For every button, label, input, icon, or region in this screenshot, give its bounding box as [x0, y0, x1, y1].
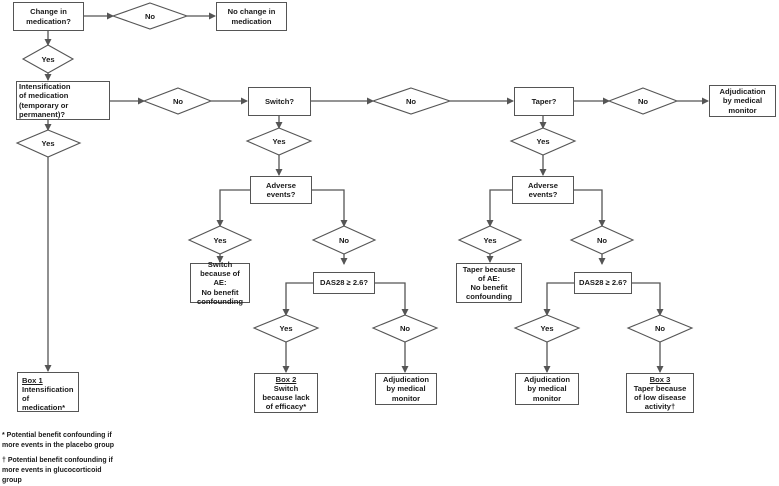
decision-label-no: No — [399, 323, 411, 333]
connector — [543, 282, 574, 316]
box-3-text: Taper because of low disease activity† — [633, 383, 687, 412]
decision-diamond — [15, 129, 82, 158]
switch-box: Switch? — [248, 87, 311, 116]
connector — [375, 282, 409, 316]
switch-ae-yes-box: Switch because of AE: No benefit confoun… — [190, 260, 250, 306]
adjudication-top-box: Adjudication by medical monitor — [709, 85, 776, 117]
flowchart-connectors — [15, 2, 709, 373]
intensification-box: Intensification of medication (temporary… — [16, 81, 110, 120]
taper-das28-box: DAS28 ≥ 2.6? — [574, 272, 632, 294]
decision-diamond — [371, 314, 439, 343]
switch-adverse-events-box: Adverse events? — [250, 176, 312, 204]
decision-diamond — [21, 44, 75, 74]
box-3-title: Box 3 — [649, 374, 671, 384]
decision-label-no: No — [596, 235, 608, 245]
switch-das28-box: DAS28 ≥ 2.6? — [313, 272, 375, 294]
decision-label-yes: Yes — [213, 235, 227, 245]
no-change-box: No change in medication — [216, 2, 287, 31]
decision-diamond — [252, 314, 320, 343]
decision-diamond — [142, 87, 213, 115]
decision-label-no: No — [172, 96, 184, 106]
decision-diamond — [509, 127, 577, 156]
connector — [312, 189, 348, 227]
decision-diamond — [607, 87, 679, 115]
decision-label-no: No — [654, 323, 666, 333]
taper-adverse-events-box: Adverse events? — [512, 176, 574, 204]
connector — [632, 282, 664, 316]
footnote-text: * Potential benefit confounding if more … — [2, 432, 115, 450]
box-2-text: Switch because lack of efficacy* — [262, 383, 310, 412]
change-in-medication-box: Change in medication? — [13, 2, 84, 31]
decision-label-yes: Yes — [272, 136, 286, 146]
decision-label-yes: Yes — [279, 323, 293, 333]
box-2-title: Box 2 — [275, 374, 297, 384]
footnote-placebo: * Potential benefit confounding if more … — [2, 431, 122, 451]
decision-label-yes: Yes — [41, 54, 55, 64]
decision-label-yes: Yes — [41, 138, 55, 148]
connector — [282, 282, 313, 316]
decision-label-yes: Yes — [536, 136, 550, 146]
connector — [574, 189, 606, 227]
decision-label-no: No — [338, 235, 350, 245]
decision-diamond — [371, 87, 452, 115]
connector — [216, 189, 252, 227]
decision-label-yes: Yes — [483, 235, 497, 245]
decision-label-no: No — [144, 11, 156, 21]
taper-ae-yes-box: Taper because of AE: No benefit confound… — [456, 263, 522, 303]
box-2: Box 2 Switch because lack of efficacy* — [254, 373, 318, 413]
box-1-title: Box 1 — [22, 376, 43, 385]
decision-label-no: No — [637, 96, 649, 106]
taper-box: Taper? — [514, 87, 574, 116]
decision-diamond — [569, 225, 635, 255]
decision-diamond — [513, 314, 581, 343]
taper-das28-yes-box: Adjudication by medical monitor — [515, 373, 579, 405]
switch-das28-no-box: Adjudication by medical monitor — [375, 373, 437, 405]
decision-diamond — [245, 127, 313, 156]
decision-label-yes: Yes — [540, 323, 554, 333]
decision-diamond — [187, 225, 253, 255]
box-1-text: Intensification of medication* — [22, 385, 74, 413]
footnote-glucocorticoid: † Potential benefit confounding if more … — [2, 456, 122, 486]
decision-diamond — [311, 225, 377, 255]
connector — [486, 189, 512, 227]
decision-label-no: No — [405, 96, 417, 106]
decision-diamond — [626, 314, 694, 343]
decision-diamond — [111, 2, 189, 30]
box-1: Box 1 Intensification of medication* — [17, 372, 79, 412]
box-3: Box 3 Taper because of low disease activ… — [626, 373, 694, 413]
footnote-text: † Potential benefit confounding if more … — [2, 457, 113, 485]
decision-diamond — [457, 225, 523, 255]
